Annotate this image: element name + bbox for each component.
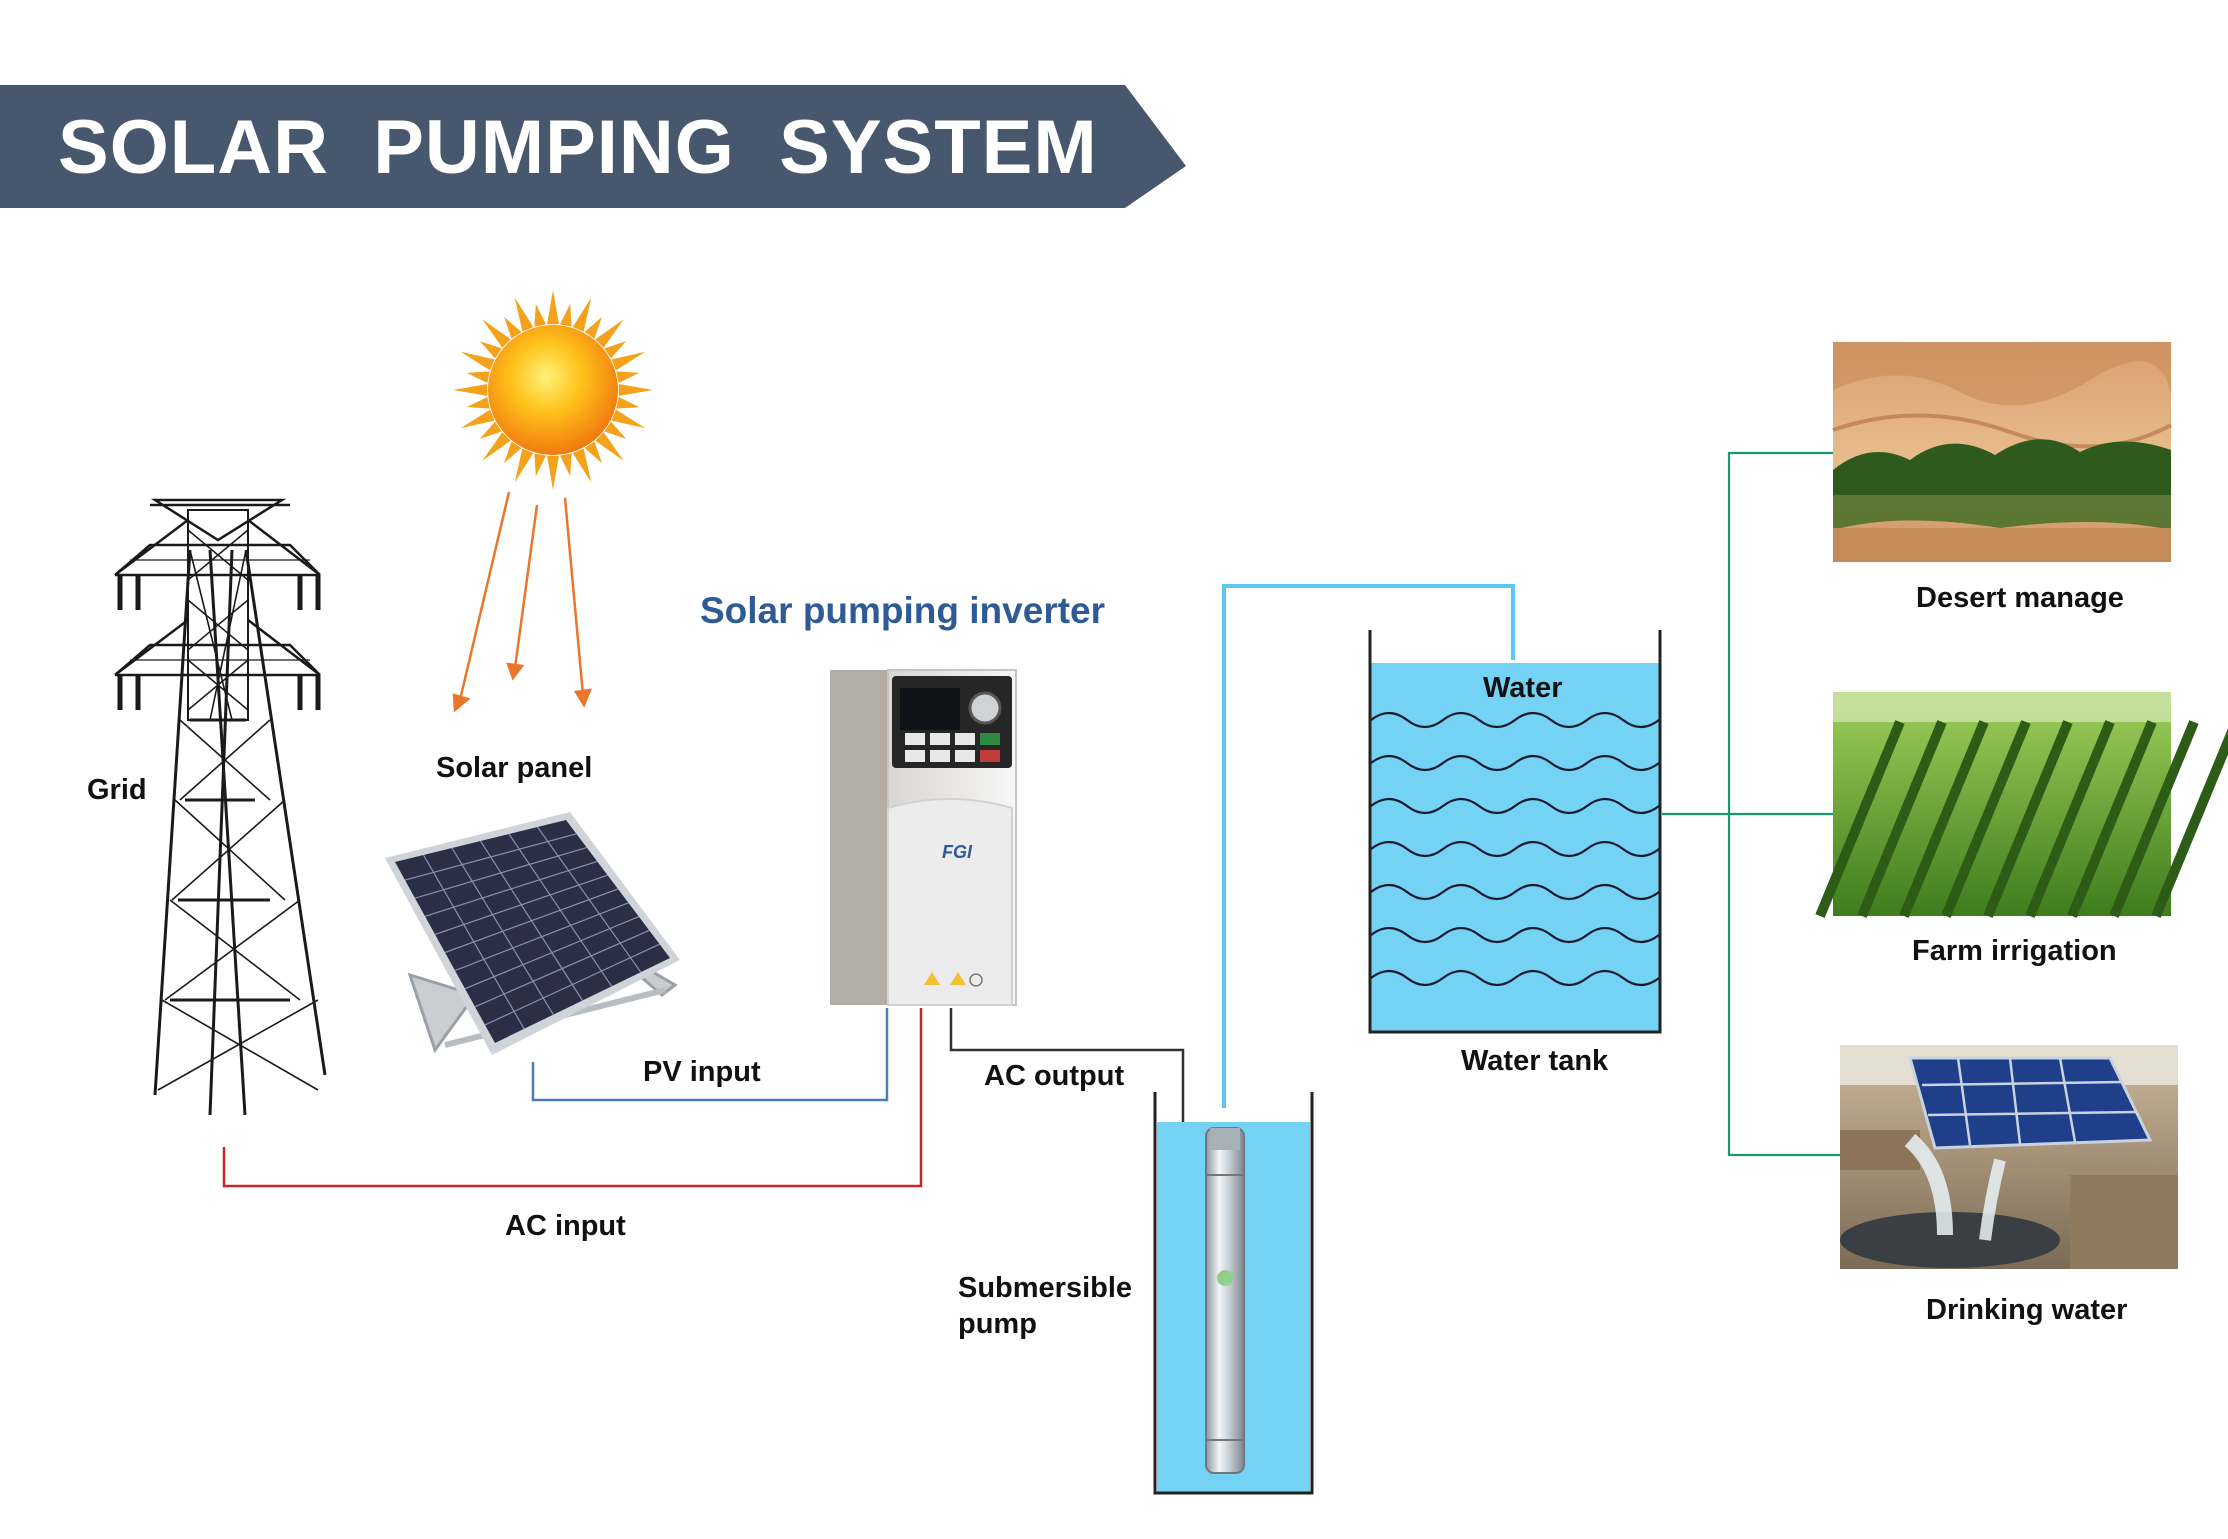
sun-ray xyxy=(460,351,495,371)
water-wave xyxy=(1370,926,1660,944)
panel-cell-line xyxy=(474,929,650,1008)
sun-ray xyxy=(466,397,490,409)
sun-ray xyxy=(595,319,624,348)
sun-ray-arrows xyxy=(452,491,592,713)
sun-ray xyxy=(611,351,646,371)
water-wave xyxy=(1370,969,1660,987)
water-wave xyxy=(1370,840,1660,858)
drinking-water-photo xyxy=(1840,1045,2178,1269)
panel-cell-line xyxy=(484,943,660,1026)
sun-ray xyxy=(560,303,572,327)
inverter-icon: FGI xyxy=(830,669,1017,1006)
sun-ray xyxy=(453,384,488,396)
application-branch-lines xyxy=(1662,451,1840,1157)
solar-panel-label: Solar panel xyxy=(436,752,593,784)
sun-ray xyxy=(479,421,502,439)
water-wave xyxy=(1370,883,1660,901)
panel-cell-line xyxy=(404,833,577,881)
crop-row xyxy=(1815,720,1905,918)
sun-ray xyxy=(514,297,534,332)
panel-cell-line xyxy=(454,902,629,972)
submersible-pump-icon xyxy=(1205,1127,1245,1474)
sun-ray xyxy=(572,448,592,483)
sun-ray xyxy=(584,316,602,339)
sun-ray xyxy=(547,455,559,490)
sun-ray xyxy=(534,453,546,477)
panel-cell-line xyxy=(444,888,619,954)
sun-ray xyxy=(479,341,502,359)
pv-input-label: PV input xyxy=(643,1056,761,1088)
water-tank-label: Water tank xyxy=(1461,1045,1609,1077)
water-wave xyxy=(1370,754,1660,772)
sun-ray xyxy=(604,341,627,359)
crop-row xyxy=(2109,720,2199,918)
solar-panel-icon xyxy=(385,812,680,1055)
water-tank-icon xyxy=(1368,630,1662,1034)
submersible-pump-label: Submersible pump xyxy=(958,1270,1132,1343)
farm-irrigation-label: Farm irrigation xyxy=(1912,935,2117,967)
water-wave xyxy=(1370,797,1660,815)
crop-row xyxy=(1941,720,2031,918)
sun-ray xyxy=(560,453,572,477)
sun-ray xyxy=(584,441,602,464)
panel-cell-line xyxy=(414,847,587,899)
panel-cell-line xyxy=(464,916,640,990)
sun-ray xyxy=(595,432,624,461)
sun-ray xyxy=(534,303,546,327)
panel-cell-line xyxy=(424,860,598,917)
sun-ray xyxy=(482,432,511,461)
sun-ray xyxy=(547,290,559,325)
crop-row xyxy=(2067,720,2157,918)
inverter-brand: FGI xyxy=(942,842,973,862)
sun-ray xyxy=(514,448,534,483)
sun-ray xyxy=(466,371,490,383)
transmission-tower-icon xyxy=(114,498,327,1116)
ac-input-line xyxy=(222,1008,923,1188)
crop-row xyxy=(2151,728,2228,918)
water-wave xyxy=(1370,711,1660,729)
sun-ray xyxy=(611,409,646,429)
sun-icon xyxy=(453,290,653,490)
crop-row xyxy=(2025,720,2115,918)
crop-row xyxy=(1857,720,1947,918)
ac-input-label: AC input xyxy=(505,1210,626,1242)
sun-ray xyxy=(504,441,522,464)
sun-ray xyxy=(618,384,653,396)
panel-cell-line xyxy=(434,874,608,935)
grid-label: Grid xyxy=(87,774,147,806)
sun-ray xyxy=(504,316,522,339)
sun-ray xyxy=(460,409,495,429)
sun-ray xyxy=(616,397,640,409)
ac-output-label: AC output xyxy=(984,1060,1125,1092)
water-pipe xyxy=(1222,584,1515,1108)
pv-input-line xyxy=(531,1008,889,1102)
sun-ray xyxy=(482,319,511,348)
desert-manage-photo xyxy=(1832,342,2172,562)
sun-ray xyxy=(616,371,640,383)
crop-row xyxy=(1899,720,1989,918)
submersible-pump-label-line2: pump xyxy=(958,1308,1037,1341)
crop-row xyxy=(1983,720,2073,918)
sun-ray xyxy=(572,297,592,332)
farm-irrigation-photo xyxy=(1815,692,2228,918)
page-title: SOLAR PUMPING SYSTEM xyxy=(58,105,1098,190)
drinking-water-label: Drinking water xyxy=(1926,1294,2128,1326)
inverter-title: Solar pumping inverter xyxy=(700,590,1106,631)
water-label: Water xyxy=(1483,672,1563,704)
desert-manage-label: Desert manage xyxy=(1916,582,2124,614)
submersible-pump-label-line1: Submersible xyxy=(958,1272,1133,1304)
sun-ray xyxy=(604,421,627,439)
title-banner xyxy=(0,85,1186,208)
